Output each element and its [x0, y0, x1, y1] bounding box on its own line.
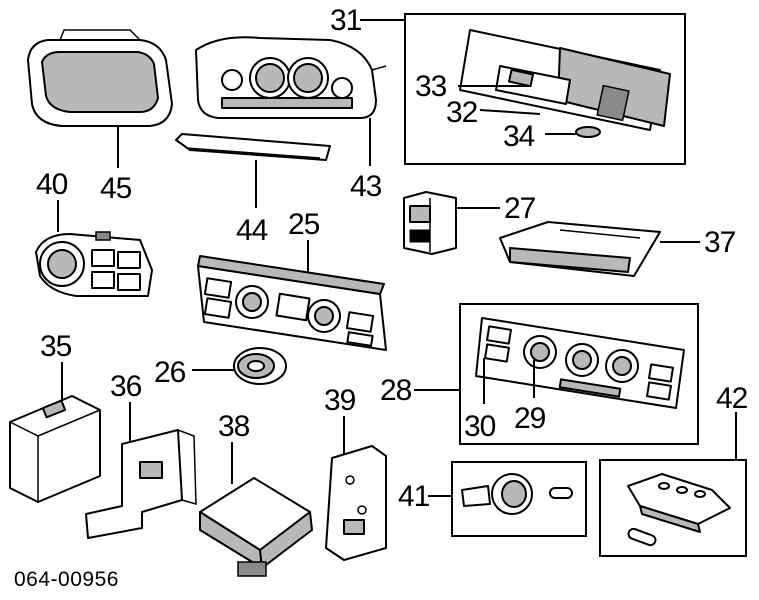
callout-25: 25: [288, 208, 320, 241]
part-43-instrument-cluster: [195, 36, 387, 119]
part-28-climate-panel: [475, 317, 685, 409]
part-44-trim-strip: [175, 133, 331, 161]
callout-32: 32: [446, 96, 478, 129]
part-35-control-module: [9, 395, 101, 503]
part-26-knob: [233, 347, 287, 385]
callout-34: 34: [503, 120, 535, 153]
callout-40: 40: [36, 168, 68, 201]
callout-29: 29: [514, 402, 546, 435]
part-45-instrument-shroud: [27, 29, 173, 127]
callout-42: 42: [716, 382, 748, 415]
group-box-31: [404, 13, 686, 165]
part-38-electronic-module: [199, 477, 313, 577]
callout-45: 45: [100, 172, 132, 205]
callout-31: 31: [330, 4, 362, 37]
callout-44: 44: [236, 214, 268, 247]
callout-37: 37: [704, 226, 736, 259]
callout-38: 38: [218, 410, 250, 443]
callout-36: 36: [110, 370, 142, 403]
part-34-knob: [575, 126, 601, 138]
callout-35: 35: [40, 330, 72, 363]
part-40-headlamp-switch: [35, 231, 153, 297]
part-25-control-panel: [197, 255, 387, 351]
callout-41: 41: [398, 480, 430, 513]
callout-27: 27: [504, 192, 536, 225]
callout-26: 26: [154, 356, 186, 389]
callout-30: 30: [464, 410, 496, 443]
callout-28: 28: [380, 374, 412, 407]
group-box-42: [599, 459, 747, 557]
part-27-switch: [403, 191, 457, 255]
part-39-bracket-plate: [325, 445, 387, 561]
part-36-mounting-bracket: [85, 429, 197, 539]
callout-33: 33: [415, 70, 447, 103]
group-box-28: [459, 303, 699, 445]
diagram-code: 064-00956: [14, 568, 119, 591]
part-41-bulb-socket: [461, 473, 573, 515]
group-box-41: [451, 461, 587, 537]
part-42-courtesy-lamp: [627, 473, 731, 547]
callout-43: 43: [350, 170, 382, 203]
part-37-climate-head: [499, 221, 661, 277]
leader-32: [479, 109, 541, 115]
callout-39: 39: [324, 384, 356, 417]
part-31-radio-unit: [459, 29, 671, 131]
